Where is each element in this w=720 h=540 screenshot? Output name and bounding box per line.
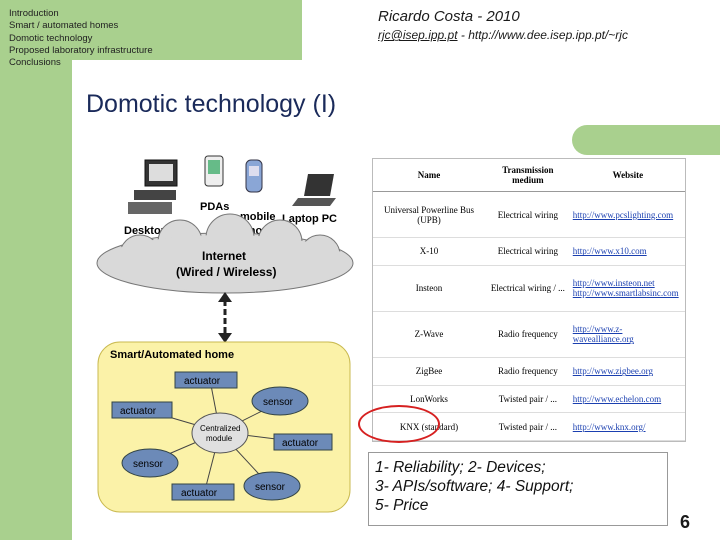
actuator-node-right-label: actuator xyxy=(282,438,319,449)
laptop-pc-label: Laptop PC xyxy=(282,213,337,225)
centralized-module-label-2: module xyxy=(206,434,233,443)
criteria-line-1: 1- Reliability; 2- Devices; xyxy=(375,459,546,476)
cell-name: Universal Powerline Bus (UPB) xyxy=(373,191,485,239)
cell-name: ZigBee xyxy=(373,357,485,386)
cell-medium: Electrical wiring / ... xyxy=(485,265,571,312)
cell-name: Insteon xyxy=(373,265,485,312)
email-link[interactable]: rjc@isep.ipp.pt xyxy=(378,28,458,42)
cell-medium: Electrical wiring xyxy=(485,191,571,239)
pdas-label: PDAs xyxy=(200,201,229,213)
cell-medium: Twisted pair / ... xyxy=(485,412,571,441)
criteria-line-3: 5- Price xyxy=(375,497,429,514)
header-website: Website xyxy=(570,159,685,192)
cloud-label-1: Internet xyxy=(202,249,246,263)
nav-item-domotic-technology[interactable]: Domotic technology xyxy=(9,32,93,44)
actuator-node-bottom xyxy=(171,483,235,501)
sensor-node-right xyxy=(251,386,309,416)
table-row: X-10 Electrical wiring http://www.x10.co… xyxy=(373,237,685,266)
table-row: Z-Wave Radio frequency http://www.z-wave… xyxy=(373,311,685,358)
desktop-pc-icon xyxy=(128,159,178,214)
criteria-line-2: 3- APIs/software; 4- Support; xyxy=(375,478,574,495)
cloud-label-2: (Wired / Wireless) xyxy=(176,265,276,279)
homepage-url: - http://www.dee.isep.ipp.pt/~rjc xyxy=(457,28,628,42)
table-row: Universal Powerline Bus (UPB) Electrical… xyxy=(373,191,685,239)
page-number: 6 xyxy=(680,512,691,532)
contact-line: rjc@isep.ipp.pt - http://www.dee.isep.ip… xyxy=(378,28,628,42)
actuator-node-top xyxy=(174,371,238,389)
nav-item-smart-homes[interactable]: Smart / automated homes xyxy=(9,20,119,32)
header-name: Name xyxy=(373,159,485,192)
sensor-node-right-label: sensor xyxy=(263,397,294,408)
table-row: LonWorks Twisted pair / ... http://www.e… xyxy=(373,385,685,414)
website-link[interactable]: http://www.insteon.net xyxy=(572,278,655,289)
protocols-table: Name Transmission medium Website Univers… xyxy=(372,158,686,442)
table-row: ZigBee Radio frequency http://www.zigbee… xyxy=(373,357,685,386)
table-row: Insteon Electrical wiring / ... http://w… xyxy=(373,265,685,312)
cell-medium: Twisted pair / ... xyxy=(485,385,571,414)
decorative-green-tab xyxy=(572,125,720,155)
mobile-phone-label-1: mobile xyxy=(240,211,275,223)
sensor-node-left xyxy=(121,448,179,478)
cell-medium: Radio frequency xyxy=(485,311,571,358)
website-link[interactable]: http://www.echelon.com xyxy=(572,393,662,404)
section-nav: Introduction Smart / automated homes Dom… xyxy=(0,0,302,68)
cell-name: Z-Wave xyxy=(373,311,485,358)
sensor-node-bottom-label: sensor xyxy=(255,482,286,493)
cell-medium: Radio frequency xyxy=(485,357,571,386)
knx-highlight-circle xyxy=(358,405,440,443)
nav-item-introduction[interactable]: Introduction xyxy=(9,8,59,19)
double-arrow-icon xyxy=(218,292,232,343)
website-link[interactable]: http://www.z-wavealliance.org xyxy=(572,324,634,345)
mobile-phone-icon xyxy=(245,159,263,193)
criteria-notes: 1- Reliability; 2- Devices; 3- APIs/soft… xyxy=(368,452,668,526)
left-sidebar-band xyxy=(0,0,72,540)
website-link[interactable]: http://www.x10.com xyxy=(572,246,647,257)
domotic-architecture-diagram: Desktop PC PDAs mobile phone Laptop PC I… xyxy=(96,155,354,513)
actuator-node-top-label: actuator xyxy=(184,376,221,387)
nav-item-conclusions[interactable]: Conclusions xyxy=(9,57,61,69)
centralized-module-node xyxy=(191,412,249,454)
actuator-node-bottom-label: actuator xyxy=(181,488,218,499)
author-name: Ricardo Costa - 2010 xyxy=(378,8,520,25)
website-link[interactable]: http://www.knx.org/ xyxy=(572,421,646,432)
cell-medium: Electrical wiring xyxy=(485,237,571,266)
nav-item-laboratory[interactable]: Proposed laboratory infrastructure xyxy=(9,44,153,56)
laptop-icon xyxy=(292,174,336,206)
sensor-node-bottom xyxy=(243,471,301,501)
website-link[interactable]: http://www.zigbee.org xyxy=(572,366,653,377)
website-link[interactable]: http://www.smartlabsinc.com xyxy=(572,288,679,299)
pda-icon xyxy=(204,155,224,187)
slide-title: Domotic technology (I) xyxy=(86,90,337,118)
header-medium: Transmission medium xyxy=(485,159,571,192)
smart-home-label: Smart/Automated home xyxy=(110,349,234,361)
website-link[interactable]: http://www.pcslighting.com xyxy=(572,209,674,220)
actuator-node-right xyxy=(273,433,333,451)
actuator-node-left xyxy=(111,401,173,419)
centralized-module-label-1: Centralized xyxy=(200,424,240,433)
cell-name: X-10 xyxy=(373,237,485,266)
internet-cloud-icon xyxy=(96,213,354,294)
sensor-node-left-label: sensor xyxy=(133,459,164,470)
actuator-node-left-label: actuator xyxy=(120,406,157,417)
